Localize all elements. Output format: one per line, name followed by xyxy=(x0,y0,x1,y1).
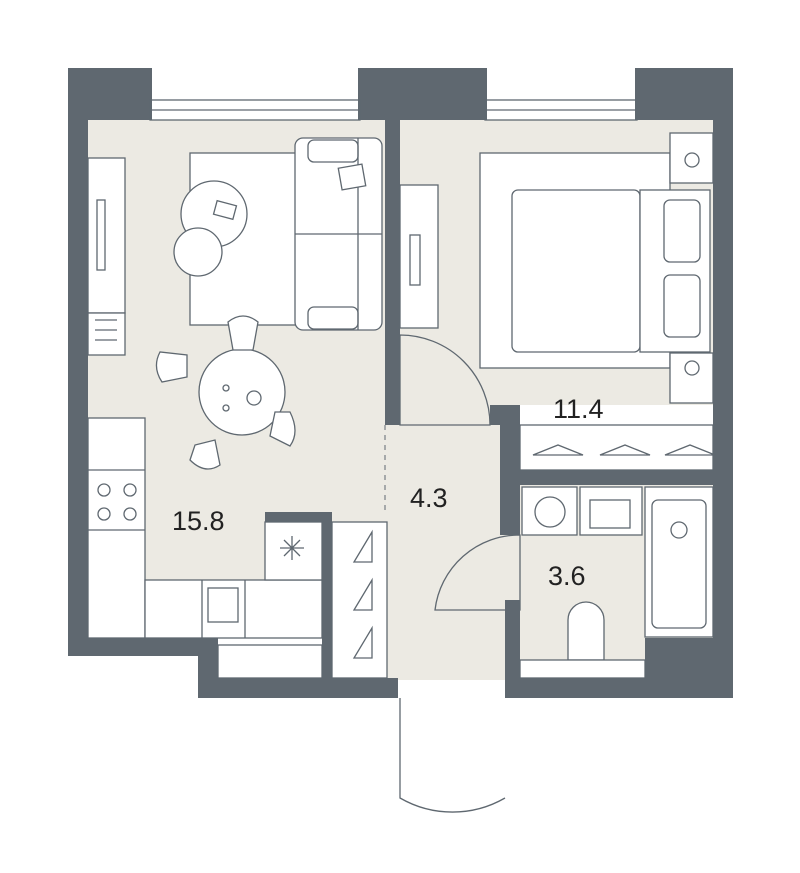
entrance-door xyxy=(399,698,506,813)
nightstand xyxy=(669,132,714,184)
tv xyxy=(96,199,106,271)
kitchen-sink xyxy=(207,587,239,623)
fridge xyxy=(264,521,323,581)
dining-table xyxy=(198,348,286,436)
tv-stand xyxy=(87,157,126,314)
bedroom-area: 11.4 xyxy=(553,394,604,424)
storage xyxy=(217,644,323,679)
chairs xyxy=(155,315,296,470)
bedroom-furniture xyxy=(399,132,716,471)
bedroom-window xyxy=(484,68,638,121)
living-furniture xyxy=(87,137,383,679)
bathroom-fixtures xyxy=(519,486,714,679)
hallway-furniture xyxy=(331,334,521,813)
bathroom-door xyxy=(434,534,521,611)
bathtub xyxy=(644,486,714,638)
windows xyxy=(149,68,638,121)
walls xyxy=(68,68,733,698)
shelf xyxy=(87,312,126,356)
hall-wardrobe xyxy=(331,521,388,679)
pouf xyxy=(173,227,223,277)
living-window xyxy=(149,68,361,121)
washing-machine xyxy=(521,486,578,536)
bathroom-area: 3.6 xyxy=(548,561,586,591)
toilet xyxy=(567,601,605,661)
cooktop-icon xyxy=(97,483,137,521)
hallway-area: 4.3 xyxy=(410,483,448,513)
bedroom-door xyxy=(399,334,491,426)
kitchen-counter xyxy=(87,417,146,639)
living-room-area: 15.8 xyxy=(172,506,225,536)
hallway-floor xyxy=(385,405,520,680)
pillow xyxy=(337,163,367,191)
